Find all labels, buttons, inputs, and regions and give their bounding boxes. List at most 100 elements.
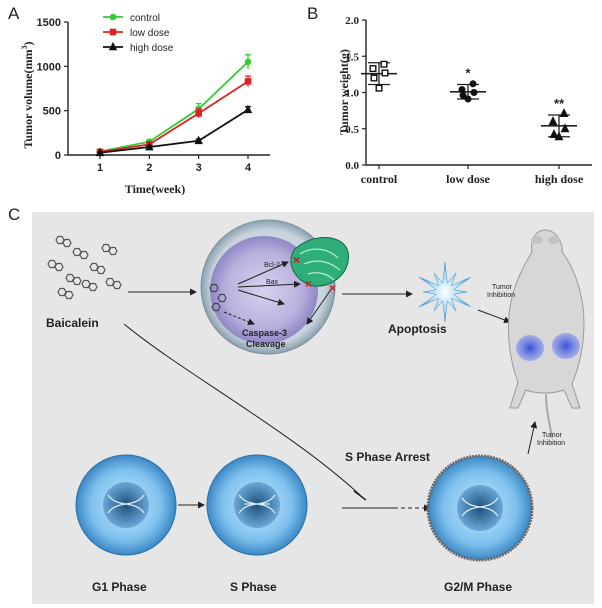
baicalein-molecule-ring bbox=[105, 277, 115, 287]
chart-b-point bbox=[548, 116, 558, 126]
baicalein-molecule-ring bbox=[64, 290, 74, 300]
cell-illustration: × × × bbox=[200, 219, 349, 355]
chart-a-legend-label: low dose bbox=[130, 28, 170, 39]
s-phase-cell bbox=[206, 454, 308, 556]
chart-a-ytick-label: 0 bbox=[55, 150, 61, 162]
chart-a-ytick-label: 1500 bbox=[37, 17, 61, 29]
baicalein-molecule-ring bbox=[62, 238, 72, 248]
s-phase-label: S Phase bbox=[230, 580, 277, 594]
chart-b-point bbox=[370, 74, 378, 82]
g2m-phase-cell bbox=[426, 454, 534, 562]
mechanism-diagram: × × × bbox=[32, 212, 594, 604]
chart-b-point bbox=[559, 108, 569, 118]
bax-label: Bax bbox=[266, 279, 279, 286]
panel-a-label: A bbox=[8, 4, 20, 23]
chart-a-ytick-label: 500 bbox=[43, 106, 61, 118]
chart-b-xtick-label: low dose bbox=[446, 172, 490, 186]
baicalein-molecule-ring bbox=[72, 276, 82, 286]
panel-c-label: C bbox=[8, 205, 21, 224]
chart-a-legend-label: control bbox=[130, 13, 160, 24]
baicalein-molecule-ring bbox=[54, 262, 64, 272]
s-phase-arrest-label: S Phase Arrest bbox=[345, 450, 430, 464]
chart-b-xtick-label: high dose bbox=[535, 172, 584, 186]
chart-b-ylabel: Tumor weight(g) bbox=[337, 49, 351, 135]
g1-phase-cell bbox=[75, 454, 177, 556]
chart-b-point bbox=[560, 123, 570, 133]
apoptosis-label: Apoptosis bbox=[388, 322, 447, 336]
apoptosis-star-icon bbox=[418, 261, 472, 323]
chart-a-point bbox=[195, 110, 202, 117]
tumor-inhibition-label-2: Inhibition bbox=[487, 292, 516, 299]
chart-a-point bbox=[194, 135, 203, 145]
panel-b-label: B bbox=[307, 4, 319, 23]
tumor-inhibition-label-3: Tumor bbox=[542, 432, 562, 439]
baicalein-molecule-ring bbox=[101, 243, 111, 253]
chart-a-point bbox=[95, 147, 105, 157]
baicalein-molecule-ring bbox=[89, 262, 99, 272]
chart-a-xtick-label: 2 bbox=[146, 162, 152, 174]
chart-a-ytick-label: 1000 bbox=[37, 61, 61, 73]
chart-a-ylabel: Tumor volume(mm3) bbox=[20, 42, 35, 149]
baicalein-molecule-ring bbox=[88, 282, 98, 292]
baicalein-molecule-ring bbox=[57, 287, 67, 297]
chart-b-point bbox=[470, 88, 478, 96]
caspase-label: Caspase-3 bbox=[242, 328, 288, 338]
bax-mark: × bbox=[305, 277, 312, 291]
baicalein-molecule-ring bbox=[81, 279, 91, 289]
chart-b-ytick-label: 1.0 bbox=[345, 88, 359, 100]
cell-molecule-ring bbox=[211, 302, 221, 312]
chart-b-point bbox=[469, 80, 477, 88]
cell-molecule-ring bbox=[217, 293, 227, 303]
cell-molecule-ring bbox=[209, 283, 219, 293]
chart-b-point bbox=[381, 69, 389, 77]
chart-a-series-line bbox=[99, 109, 249, 154]
chart-a-series-line bbox=[99, 61, 249, 153]
chart-a-legend-marker bbox=[109, 28, 117, 36]
chart-b-ytick-label: 1.5 bbox=[345, 51, 359, 63]
chart-a-legend-marker bbox=[108, 41, 118, 51]
chart-b-point bbox=[464, 95, 472, 103]
chart-b-point bbox=[458, 86, 466, 94]
chart-b-significance: ** bbox=[554, 96, 565, 111]
g2m-phase-label: G2/M Phase bbox=[444, 580, 513, 594]
diagram-graphics: × × × bbox=[47, 219, 585, 562]
chart-a-point bbox=[244, 58, 252, 66]
chart-a-legend-marker bbox=[109, 13, 117, 21]
chart-b-point bbox=[459, 91, 467, 99]
chart-b-significance: * bbox=[465, 66, 471, 81]
baicalein-molecule-ring bbox=[72, 247, 82, 257]
tumor-volume-chart: 0 500 1000 1500 1 2 3 4 control low dose high dos… bbox=[20, 13, 270, 196]
chart-a-point bbox=[244, 78, 252, 85]
baicalein-molecule-ring bbox=[96, 265, 106, 275]
chart-b-xtick-label: control bbox=[361, 172, 398, 186]
chart-a-point bbox=[243, 104, 253, 114]
chart-a-xlabel: Time(week) bbox=[125, 182, 185, 196]
tumor-inhibition-label-4: Inhibition bbox=[537, 440, 566, 447]
chart-b-point bbox=[554, 131, 564, 141]
baicalein-molecule-ring bbox=[47, 259, 57, 269]
mouse-illustration bbox=[507, 229, 585, 439]
caspase-mark: × bbox=[329, 281, 336, 295]
bcl2-label: Bcl-2 bbox=[264, 262, 280, 269]
chart-b-point bbox=[369, 65, 377, 73]
baicalein-molecule-ring bbox=[112, 280, 122, 290]
bcl2-inhibit-mark: × bbox=[293, 253, 300, 267]
chart-b-ytick-label: 2.0 bbox=[345, 15, 359, 27]
baicalein-molecule-ring bbox=[79, 250, 89, 260]
chart-a-legend-label: high dose bbox=[130, 43, 174, 54]
baicalein-molecule-ring bbox=[55, 235, 65, 245]
chart-b-point bbox=[375, 84, 383, 92]
chart-b-ytick-label: 0.0 bbox=[345, 160, 359, 172]
baicalein-molecules bbox=[47, 235, 122, 300]
chart-a-xtick-label: 1 bbox=[97, 162, 103, 174]
baicalein-label: Baicalein bbox=[46, 316, 99, 330]
tumor-inhibition-label-1: Tumor bbox=[492, 284, 512, 291]
chart-a-point bbox=[145, 141, 154, 151]
baicalein-molecule-ring bbox=[65, 273, 75, 283]
g1-phase-label: G1 Phase bbox=[92, 580, 147, 594]
baicalein-molecule-ring bbox=[108, 246, 118, 256]
chart-a-xtick-label: 3 bbox=[196, 162, 202, 174]
chart-a-xtick-label: 4 bbox=[245, 162, 252, 174]
chart-a-series-line bbox=[99, 80, 249, 153]
